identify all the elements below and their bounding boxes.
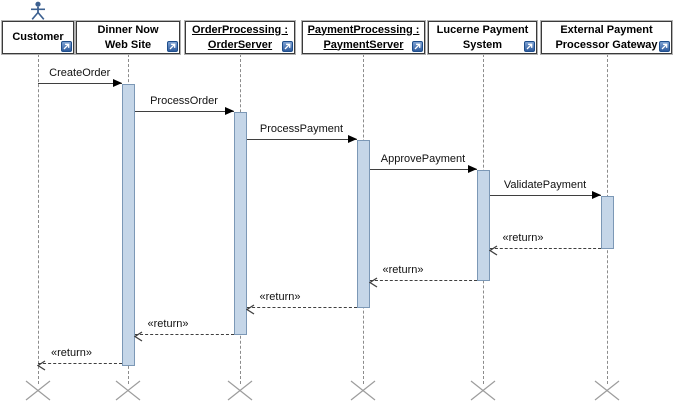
lifeline-header-label: External Payment [560, 23, 653, 36]
lifeline-header-order-server[interactable]: OrderProcessing : OrderServer [184, 20, 296, 55]
message-label: ApprovePayment [380, 153, 466, 165]
return-label: «return» [51, 347, 92, 359]
lifeline-header-label: Dinner Now [97, 23, 159, 36]
expand-icon[interactable] [282, 41, 293, 52]
activation-bar-dinner-now [121, 84, 135, 366]
return-arrowhead [368, 275, 378, 288]
destruction-x-mark [25, 380, 51, 401]
sync-message-line [246, 139, 357, 140]
expand-icon[interactable] [412, 41, 423, 52]
message-label: ProcessOrder [150, 95, 218, 107]
destruction-x-mark [470, 380, 496, 401]
lifeline-header-label: Web Site [104, 38, 152, 51]
expand-icon[interactable] [167, 41, 178, 52]
lifeline-header-label: PaymentServer [323, 38, 404, 51]
return-label: «return» [502, 232, 544, 244]
sync-arrowhead [467, 165, 477, 173]
lifeline-header-label: System [462, 38, 503, 51]
destruction-x-mark [227, 380, 253, 401]
sync-arrowhead [224, 107, 234, 115]
return-message-line [489, 248, 601, 249]
actor-icon [29, 1, 47, 20]
expand-icon[interactable] [524, 41, 535, 52]
return-message-line [38, 363, 122, 364]
lifeline-header-label: OrderProcessing : [192, 23, 288, 36]
return-arrowhead [36, 358, 46, 371]
return-message-line [134, 334, 234, 335]
message-label: ProcessPayment [259, 123, 344, 135]
lifeline-customer [37, 54, 39, 384]
expand-icon[interactable] [61, 41, 72, 52]
lifeline-header-label: PaymentProcessing : [307, 23, 420, 36]
return-label: «return» [147, 318, 189, 330]
return-message-line [369, 280, 477, 281]
return-arrowhead [133, 329, 143, 342]
activation-bar-lucerne [476, 170, 490, 281]
expand-icon[interactable] [659, 41, 670, 52]
activation-bar-order-server [233, 112, 247, 335]
sync-arrowhead [591, 191, 601, 199]
destruction-x-mark [594, 380, 620, 401]
lifeline-header-payment-server[interactable]: PaymentProcessing : PaymentServer [301, 20, 426, 55]
sync-message-line [134, 111, 234, 112]
lifeline-header-label: Lucerne Payment [436, 23, 529, 36]
lifeline-header-label: OrderServer [207, 38, 273, 51]
lifeline-header-customer[interactable]: Customer [1, 20, 75, 55]
activation-bar-external-gateway [600, 196, 614, 249]
return-label: «return» [382, 264, 424, 276]
return-label: «return» [259, 291, 301, 303]
sync-message-line [369, 169, 477, 170]
activation-bar-payment-server [356, 140, 370, 308]
destruction-x-mark [115, 380, 141, 401]
sync-arrowhead [112, 79, 122, 87]
message-label: CreateOrder [49, 67, 111, 79]
return-message-line [246, 307, 357, 308]
lifeline-header-label: Customer [12, 31, 64, 43]
sync-message-line [489, 195, 601, 196]
return-arrowhead [488, 243, 498, 256]
return-arrowhead [245, 302, 255, 315]
sync-arrowhead [347, 135, 357, 143]
destruction-x-mark [350, 380, 376, 401]
sync-message-line [38, 83, 122, 84]
lifeline-header-label: Processor Gateway [555, 38, 658, 51]
message-label: ValidatePayment [503, 179, 587, 191]
